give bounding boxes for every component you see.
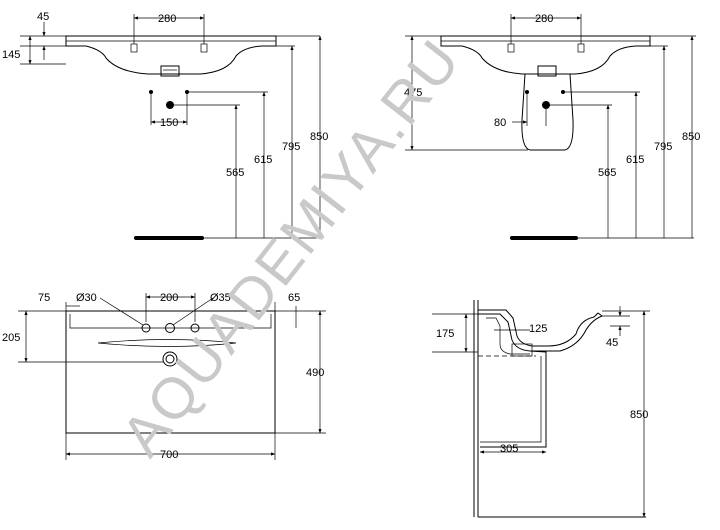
drain [162,351,178,367]
tap-hole-left [130,43,138,53]
watermark: AQUADEMIYA.RU [109,27,473,468]
supply-point-left-2 [525,90,529,94]
dim-565: 565 [226,167,244,179]
dim-850-2: 850 [682,131,700,143]
pedestal-section [480,350,547,448]
basin-front-outline-2 [440,35,651,75]
tap-hole-30 [141,323,151,333]
dim-65: 65 [288,292,300,304]
dim-205: 205 [2,332,20,344]
dim-490: 490 [306,367,324,379]
dim-305: 305 [500,443,518,455]
supply-point-left [149,90,153,94]
dim-150: 150 [160,117,178,129]
basin-front-outline [65,35,277,75]
dim-280: 280 [158,13,176,25]
dim-145: 145 [2,49,20,61]
dim-700: 700 [160,449,178,461]
dim-200: 200 [160,292,178,304]
tap-hole-right [200,43,208,53]
basin-section [477,309,604,352]
dim-795: 795 [282,141,300,153]
tap-hole-right-2 [577,43,585,53]
basin-top-outline [65,310,276,434]
bowl-contour [97,339,237,347]
dim-615-2: 615 [626,154,644,166]
dim-75: 75 [38,292,50,304]
dim-850: 850 [310,131,328,143]
dim-565-2: 565 [598,167,616,179]
dim-125: 125 [529,323,547,335]
dim-dia35: Ø35 [210,292,231,304]
tap-hole-left-2 [507,43,515,53]
dim-615: 615 [254,154,272,166]
dim-45: 45 [37,11,49,23]
dim-80: 80 [494,117,506,129]
top-view: 200 Ø30 Ø35 75 65 205 490 700 [2,292,326,461]
pedestal [521,73,574,151]
dim-850-section: 850 [630,409,648,421]
dim-175: 175 [436,328,454,340]
waste-outlet [160,65,180,77]
waste-outlet-2 [537,65,557,77]
dim-475: 475 [404,87,422,99]
dim-dia30: Ø30 [76,292,97,304]
dim-280-2: 280 [535,13,553,25]
section-view: 175 125 45 305 850 [432,300,650,518]
tap-hole-overflow [190,323,200,333]
side-view-pedestal: 280 475 80 565 615 795 850 [404,13,700,240]
dim-795-2: 795 [654,141,672,153]
tap-hole-35 [165,323,175,333]
side-view-wall-hung: 280 45 145 150 565 615 795 850 [2,11,328,240]
dim-45-section: 45 [606,337,618,349]
